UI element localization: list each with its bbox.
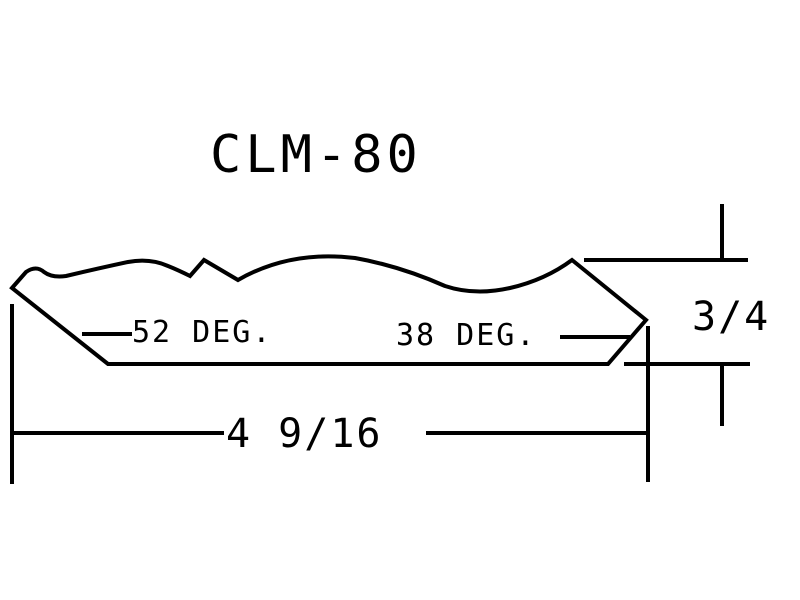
- width-label: 4 9/16: [226, 411, 383, 457]
- drawing-title: CLM-80: [210, 125, 422, 185]
- molding-profile-outline: [9, 254, 649, 366]
- left-angle-label: 52 DEG.: [132, 315, 272, 350]
- height-label: 3/4: [692, 294, 770, 340]
- right-angle-label: 38 DEG.: [396, 318, 536, 353]
